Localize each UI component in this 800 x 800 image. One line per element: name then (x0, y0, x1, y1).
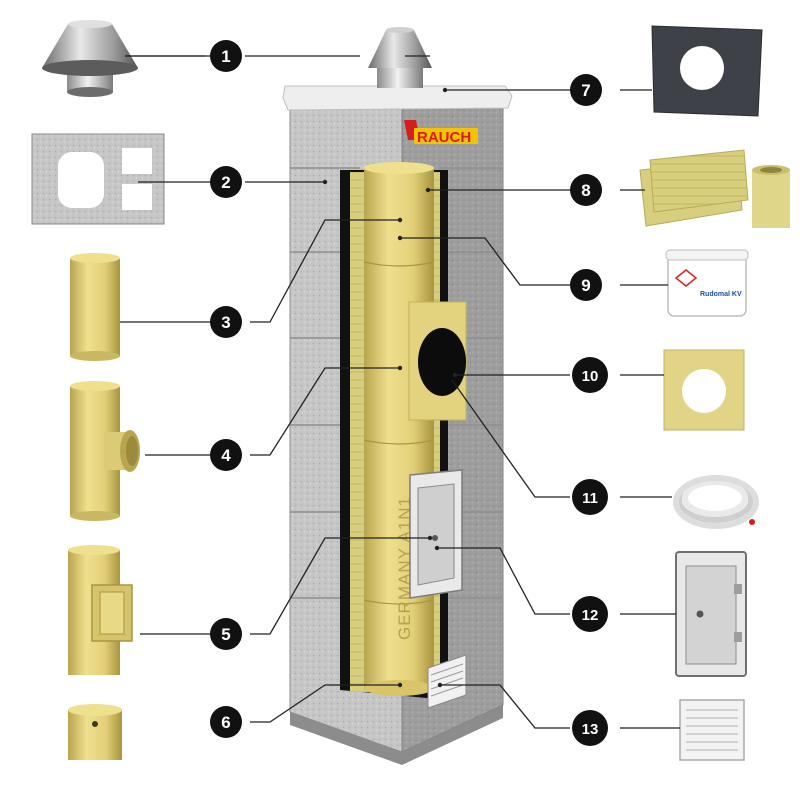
cleanout-door-installed (409, 469, 463, 599)
condensate-trap-picture (68, 704, 122, 760)
cover-plate-installed (282, 85, 513, 111)
callout-10: 10 (572, 357, 608, 393)
ceramic-flue-pipe (364, 168, 434, 690)
chimney-block-picture (31, 133, 165, 225)
svg-text:1: 1 (221, 47, 230, 66)
flue-inlet-opening (418, 328, 466, 396)
chimney-stack: GERMANY A1N1 RAUCH (282, 27, 513, 765)
cleanout-door-picture (675, 551, 747, 677)
rain-cap-picture (42, 20, 138, 97)
tee-connector-picture (70, 381, 140, 521)
callout-7: 7 (570, 74, 602, 106)
callout-11: 11 (572, 479, 608, 515)
callout-9: 9 (570, 269, 602, 301)
svg-text:6: 6 (221, 713, 230, 732)
mineral-wool-picture (639, 149, 790, 228)
svg-text:RAUCH: RAUCH (417, 129, 471, 146)
leader-lines (120, 55, 680, 729)
sealant-bucket-picture: Rudomal KV (665, 249, 749, 317)
connection-plate-picture (663, 349, 745, 431)
svg-text:5: 5 (221, 625, 230, 644)
ventilation-grille-installed (427, 654, 467, 709)
sealing-rope-picture (673, 475, 759, 529)
svg-text:Rudomal KV: Rudomal KV (700, 291, 742, 298)
svg-text:13: 13 (582, 721, 599, 738)
callout-12: 12 (572, 596, 608, 632)
callout-3: 3 (210, 306, 242, 338)
svg-text:12: 12 (582, 607, 599, 624)
callout-13: 13 (572, 710, 608, 746)
svg-text:2: 2 (221, 173, 230, 192)
ventilation-grille-picture (679, 699, 745, 761)
brand-logo: RAUCH (404, 120, 478, 146)
inspection-tee-picture (68, 545, 133, 675)
svg-text:8: 8 (581, 181, 590, 200)
svg-text:4: 4 (221, 446, 231, 465)
svg-text:10: 10 (582, 368, 599, 385)
flue-pipe-picture (70, 253, 120, 361)
callout-4: 4 (210, 439, 242, 471)
callout-5: 5 (210, 618, 242, 650)
rain-cap-installed (368, 27, 432, 88)
callout-6: 6 (210, 706, 242, 738)
callout-badges: 1 2 3 4 5 6 7 8 (210, 40, 608, 746)
svg-text:9: 9 (581, 276, 590, 295)
svg-text:3: 3 (221, 313, 230, 332)
callout-1: 1 (210, 40, 242, 72)
callout-2: 2 (210, 166, 242, 198)
callout-8: 8 (570, 174, 602, 206)
svg-text:11: 11 (582, 490, 598, 507)
svg-text:7: 7 (581, 81, 590, 100)
top-cover-plate-picture (651, 25, 763, 117)
leader-dots (322, 87, 458, 688)
